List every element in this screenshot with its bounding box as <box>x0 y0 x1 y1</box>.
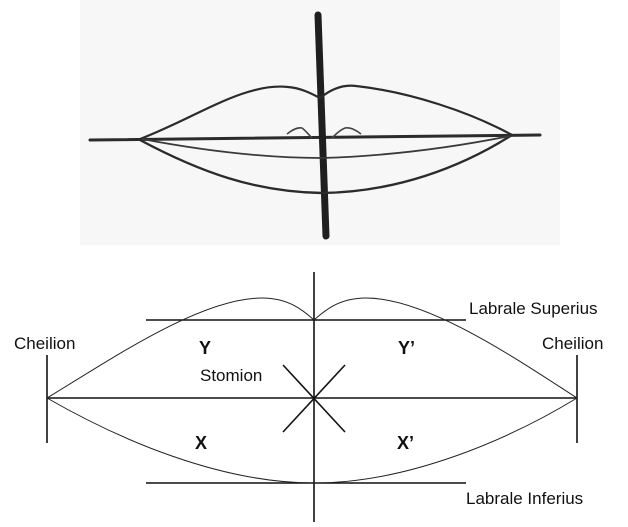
labrale-superius-label: Labrale Superius <box>469 299 598 318</box>
upper-lip-curve <box>46 297 578 399</box>
labrale-inferius-label: Labrale Inferius <box>466 489 583 508</box>
sketch-left-tick <box>286 127 313 139</box>
cheilion-right-label: Cheilion <box>542 334 603 353</box>
sketch-horizontal-line <box>88 133 542 142</box>
sketch-vertical-line <box>314 11 330 240</box>
region-y-prime-label: Y’ <box>398 338 415 358</box>
sketch-inner-lip-line <box>141 135 511 159</box>
sketch-upper-lip-outline <box>139 84 513 141</box>
lip-sketch <box>80 0 560 245</box>
lower-lip-curve <box>46 397 578 484</box>
sketch-lower-lip-outline <box>139 133 513 195</box>
stomion-label: Stomion <box>200 366 262 385</box>
stomion-diagonal-2 <box>282 364 346 433</box>
cheilion-left-label: Cheilion <box>14 334 75 353</box>
region-x-prime-label: X’ <box>397 433 414 453</box>
sketch-right-tick <box>331 127 362 139</box>
region-y-label: Y <box>199 338 211 358</box>
region-x-label: X <box>195 433 207 453</box>
lip-schematic: Cheilion Cheilion Labrale Superius Labra… <box>14 272 603 522</box>
